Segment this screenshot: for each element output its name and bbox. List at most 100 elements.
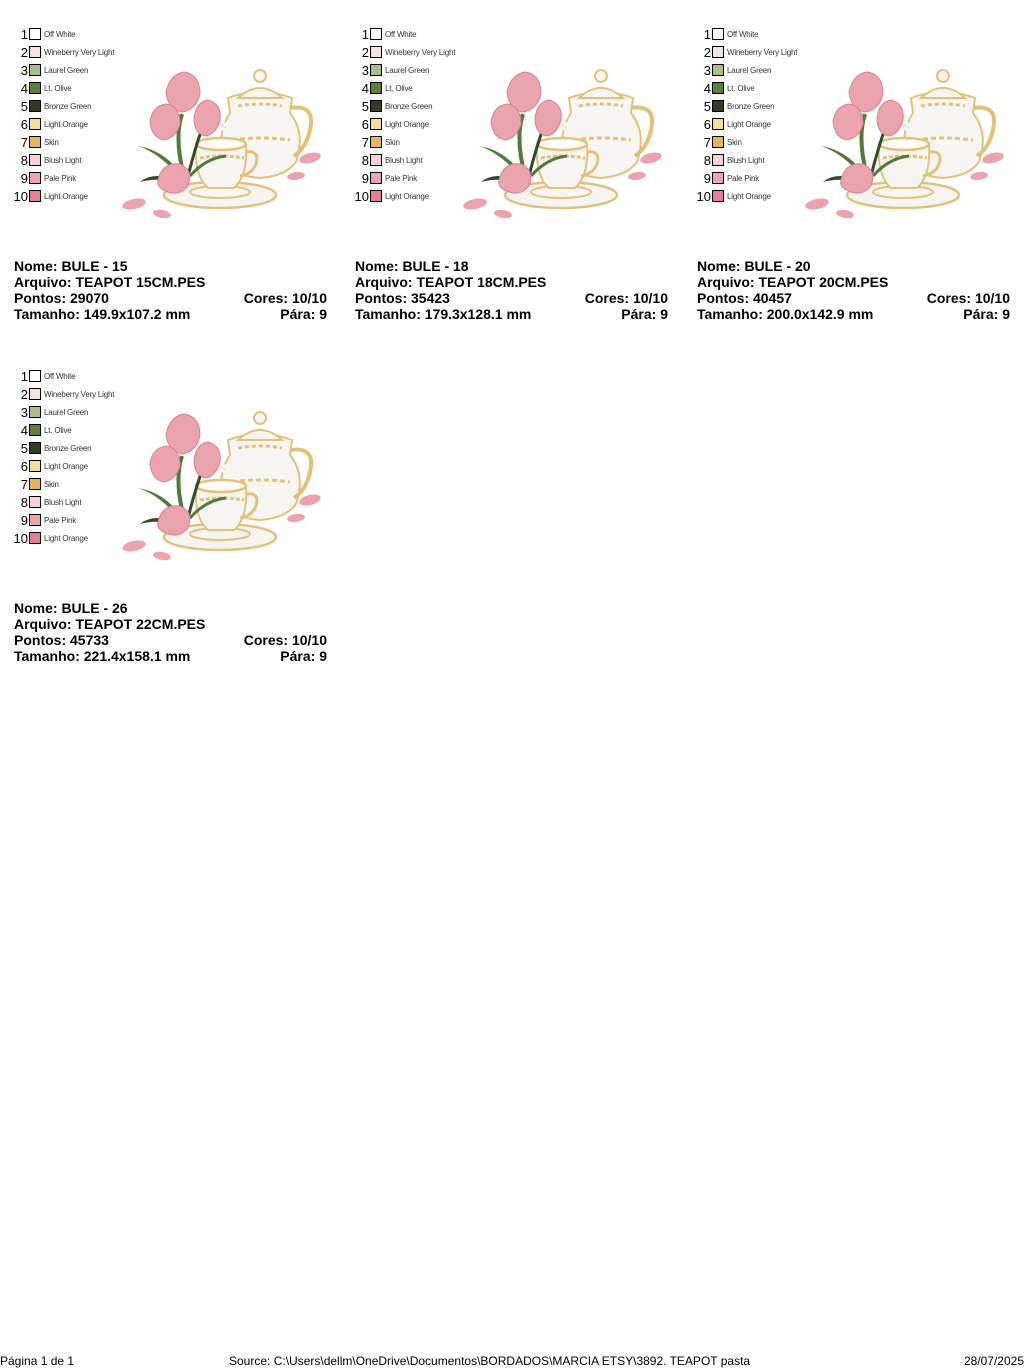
color-number: 5 (20, 98, 28, 114)
design-stops: Pára: 9 (280, 648, 327, 664)
color-number: 10 (13, 530, 28, 546)
color-number: 2 (361, 44, 369, 60)
color-swatch (370, 82, 382, 94)
color-name: Light Orange (44, 533, 88, 543)
color-number: 4 (361, 80, 369, 96)
design-stops: Pára: 9 (280, 306, 327, 322)
color-swatch (29, 442, 41, 454)
embroidery-design-preview (793, 58, 1013, 219)
color-name: Light Orange (44, 191, 88, 201)
color-swatch (29, 406, 41, 418)
design-info: Nome: BULE - 20 Arquivo: TEAPOT 20CM.PES… (697, 258, 1010, 322)
design-name: Nome: BULE - 20 (697, 258, 811, 274)
design-colors: Cores: 10/10 (243, 632, 327, 648)
palette-color-row: 10 Light Orange (0, 529, 89, 547)
color-number: 9 (703, 170, 711, 186)
color-name: Laurel Green (385, 65, 430, 75)
color-swatch (29, 190, 41, 202)
palette-color-row: 3 Laurel Green (341, 61, 430, 79)
color-name: Skin (44, 479, 59, 489)
color-name: Lt. Olive (44, 83, 72, 93)
color-swatch (712, 100, 724, 112)
design-name: Nome: BULE - 18 (355, 258, 469, 274)
color-number: 7 (703, 134, 711, 150)
color-swatch (712, 28, 724, 40)
design-name: Nome: BULE - 15 (14, 258, 128, 274)
color-swatch (370, 190, 382, 202)
color-number: 2 (703, 44, 711, 60)
source-path: Source: C:\Users\dellm\OneDrive\Document… (229, 1354, 751, 1368)
color-number: 8 (703, 152, 711, 168)
color-number: 3 (361, 62, 369, 78)
color-number: 8 (20, 152, 28, 168)
color-name: Light Orange (44, 119, 88, 129)
design-size: Tamanho: 200.0x142.9 mm (697, 306, 874, 322)
color-swatch (29, 64, 41, 76)
color-name: Wineberry Very Light (44, 389, 115, 399)
color-swatch (712, 46, 724, 58)
design-colors: Cores: 10/10 (243, 290, 327, 306)
color-number: 8 (20, 494, 28, 510)
color-number: 8 (361, 152, 369, 168)
color-swatch (29, 82, 41, 94)
color-swatch (29, 154, 41, 166)
design-colors: Cores: 10/10 (926, 290, 1010, 306)
palette-color-row: 7 Skin (683, 133, 742, 151)
color-name: Laurel Green (44, 407, 89, 417)
color-swatch (712, 82, 724, 94)
color-swatch (370, 28, 382, 40)
color-swatch (370, 154, 382, 166)
design-info: Nome: BULE - 26 Arquivo: TEAPOT 22CM.PES… (14, 600, 327, 664)
color-swatch (29, 118, 41, 130)
color-name: Light Orange (44, 461, 88, 471)
color-swatch (29, 460, 41, 472)
color-swatch (370, 64, 382, 76)
teapot-tulips-illustration-icon (122, 411, 321, 561)
design-stops: Pára: 9 (621, 306, 668, 322)
color-name: Off White (44, 29, 76, 39)
teapot-tulips-illustration-icon (805, 69, 1004, 219)
color-name: Off White (727, 29, 759, 39)
color-swatch (29, 424, 41, 436)
color-number: 6 (361, 116, 369, 132)
embroidery-design-preview (110, 58, 330, 219)
color-swatch (29, 532, 41, 544)
color-swatch (712, 154, 724, 166)
color-swatch (29, 46, 41, 58)
color-swatch (370, 118, 382, 130)
color-number: 2 (20, 44, 28, 60)
color-swatch (370, 136, 382, 148)
color-name: Skin (727, 137, 742, 147)
color-name: Pale Pink (385, 173, 417, 183)
color-swatch (29, 478, 41, 490)
color-swatch (29, 28, 41, 40)
color-number: 5 (20, 440, 28, 456)
color-number: 7 (20, 134, 28, 150)
color-name: Light Orange (385, 119, 429, 129)
design-colors: Cores: 10/10 (584, 290, 668, 306)
color-name: Off White (44, 371, 76, 381)
embroidery-design-preview (451, 58, 671, 219)
design-stops: Pára: 9 (963, 306, 1010, 322)
color-swatch (29, 100, 41, 112)
color-name: Pale Pink (44, 173, 76, 183)
color-swatch (712, 172, 724, 184)
design-file: Arquivo: TEAPOT 18CM.PES (355, 274, 547, 290)
design-stitches: Pontos: 40457 (697, 290, 792, 306)
